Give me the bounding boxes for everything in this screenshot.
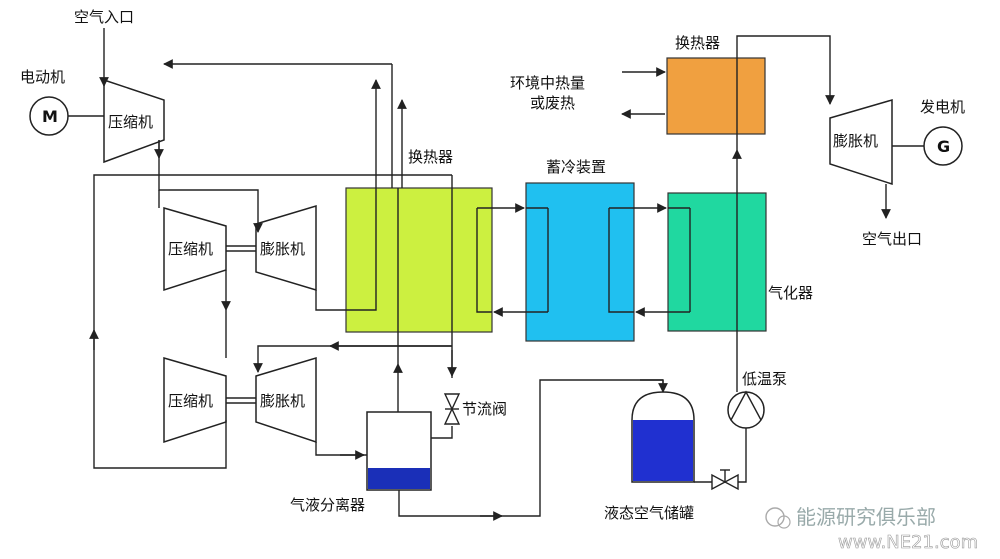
low-temp-pump-label: 低温泵 [742, 370, 787, 388]
compressor-1-label: 压缩机 [108, 113, 153, 131]
watermark: 能源研究俱乐部 www.NE21.com [765, 505, 978, 553]
cold-storage-unit [525, 182, 635, 342]
wechat-icon [765, 507, 785, 527]
compressor-3-label: 压缩机 [168, 392, 213, 410]
heat-exchanger-main [345, 187, 493, 333]
air-inlet-label: 空气入口 [74, 8, 134, 26]
heat-exchanger-top-label: 换热器 [675, 34, 720, 52]
watermark-site: www.NE21.com [838, 532, 978, 553]
compressor-1-shape [103, 78, 165, 164]
throttle-valve-label: 节流阀 [462, 400, 507, 418]
expander-3-label: 膨胀机 [833, 132, 878, 150]
motor-symbol: M [42, 107, 58, 126]
env-heat-label-1: 环境中热量 [510, 74, 585, 92]
air-outlet-label: 空气出口 [862, 230, 922, 248]
vaporizer [667, 192, 767, 332]
cold-storage-label: 蓄冷装置 [546, 158, 606, 176]
separator-liquid [368, 468, 430, 489]
separator-label: 气液分离器 [290, 496, 365, 514]
expander-1-label: 膨胀机 [260, 240, 305, 258]
heat-exchanger-top [666, 57, 766, 135]
heat-exchanger-main-label: 换热器 [408, 148, 453, 166]
watermark-text: 能源研究俱乐部 [796, 505, 936, 529]
vaporizer-label: 气化器 [768, 284, 813, 302]
low-temp-pump-icon [727, 391, 765, 429]
expander-2-label: 膨胀机 [260, 392, 305, 410]
motor-label: 电动机 [20, 68, 65, 86]
tank-label: 液态空气储罐 [604, 504, 694, 522]
generator-symbol: G [937, 137, 950, 156]
generator-label: 发电机 [920, 98, 965, 116]
compressor-2-label: 压缩机 [168, 240, 213, 258]
expander-3-shape [829, 99, 893, 186]
env-heat-label-2: 或废热 [530, 94, 575, 112]
tank-liquid [633, 420, 693, 481]
